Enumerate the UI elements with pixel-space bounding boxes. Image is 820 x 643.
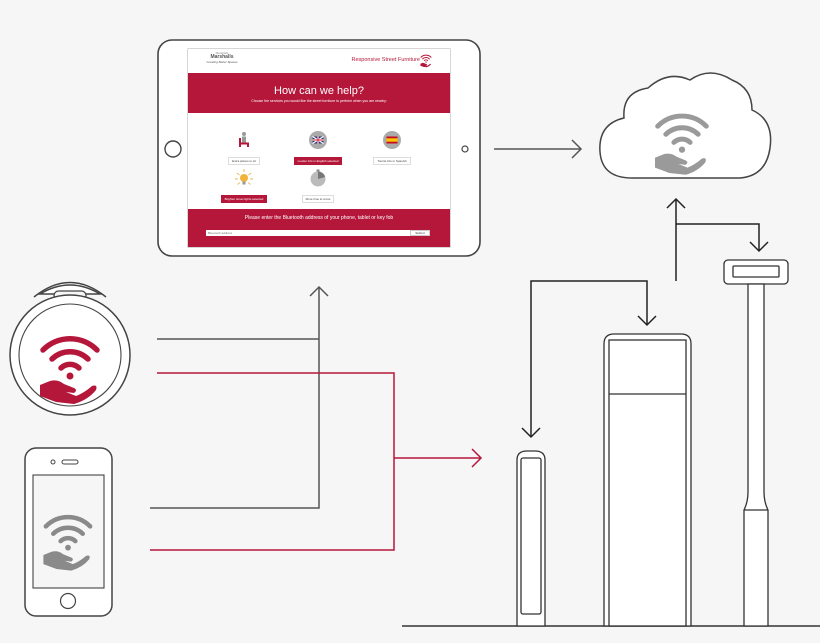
key-fob: [9, 281, 131, 416]
spain-flag-icon: [383, 131, 401, 149]
info-totem: [603, 333, 692, 627]
service-label: More time to cross: [301, 195, 335, 203]
phone-screen: [32, 474, 105, 589]
tablet-camera: [461, 145, 469, 153]
app-header: Marshalls Marshalls Creating Better Spac…: [188, 49, 450, 71]
service-option-english-info[interactable]: Louder info in English selected: [288, 131, 348, 167]
smartphone: [24, 447, 113, 617]
street-lamp: [723, 259, 789, 627]
app-wifi-hand-icon: [419, 54, 432, 68]
bluetooth-prompt: Please enter the Bluetooth address of yo…: [244, 215, 394, 221]
brand-name: Marshalls: [210, 54, 234, 60]
devices-to-furniture-lines: [150, 372, 483, 551]
cloud: [599, 72, 772, 179]
brand-tagline: Creating Better Spaces: [206, 60, 238, 64]
timer-icon: [309, 169, 327, 187]
tablet-to-cloud-arrow: [494, 139, 583, 159]
smart-bollard: [516, 450, 546, 627]
submit-button[interactable]: Submit: [410, 230, 430, 236]
seat-icon: [235, 131, 253, 149]
phone-speaker: [61, 459, 79, 465]
devices-to-tablet-lines: [150, 285, 329, 509]
brand-logo: Marshalls Marshalls Creating Better Spac…: [202, 52, 242, 64]
page-subtitle: Choose the services you would like the s…: [251, 99, 387, 103]
light-bulb-icon: [235, 169, 253, 187]
hero-banner: How can we help? Choose the services you…: [188, 73, 450, 113]
cloud-to-furniture-lines: [521, 197, 769, 439]
bluetooth-form: Please enter the Bluetooth address of yo…: [188, 209, 450, 247]
brand-mark: Marshalls: [215, 51, 229, 55]
service-option-seating[interactable]: Extra places to sit: [214, 131, 274, 167]
app-title: Responsive Street Furniture: [351, 57, 420, 63]
service-option-spanish-info[interactable]: Tourist info in Spanish: [362, 131, 422, 167]
service-label: Extra places to sit: [228, 157, 260, 165]
page-title: How can we help?: [274, 85, 364, 97]
service-label: Brighter street lights selected: [220, 195, 268, 203]
tablet-home-button[interactable]: [164, 140, 182, 158]
bluetooth-address-input[interactable]: [206, 230, 410, 236]
tablet-screen: Marshalls Marshalls Creating Better Spac…: [188, 49, 450, 247]
phone-home-button[interactable]: [59, 592, 77, 610]
service-label: Tourist info in Spanish: [373, 157, 411, 165]
service-option-street-lights[interactable]: Brighter street lights selected: [214, 169, 274, 205]
service-label: Louder info in English selected: [293, 157, 343, 165]
service-option-crossing-time[interactable]: More time to cross: [288, 169, 348, 205]
uk-flag-icon: [309, 131, 327, 149]
